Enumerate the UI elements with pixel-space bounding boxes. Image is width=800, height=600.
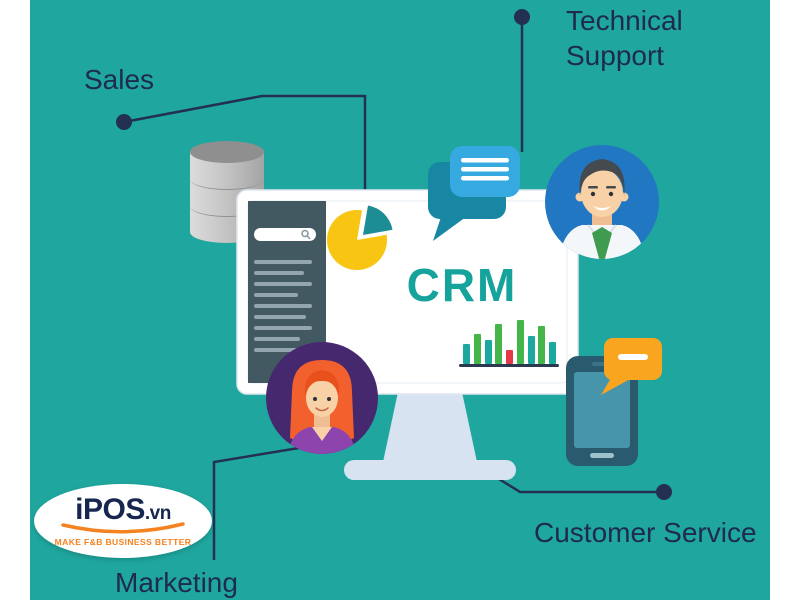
connector-lines [123, 20, 664, 560]
smartphone-icon [566, 356, 638, 466]
label-customer-service: Customer Service [534, 517, 757, 548]
sidebar-text-placeholder [254, 260, 312, 352]
monitor-stand [383, 392, 477, 462]
bar-chart-icon [459, 320, 559, 367]
technical-support-avatar [545, 145, 659, 259]
logo-brand-main: iPOS [75, 493, 145, 526]
logo-swoosh-icon [61, 522, 185, 534]
search-input[interactable] [254, 228, 316, 241]
sales-connector [123, 94, 367, 196]
technical-support-dot [514, 9, 530, 25]
sales-dot [116, 114, 132, 130]
customer-service-dot [656, 484, 672, 500]
chat-bubbles-icon [428, 146, 520, 241]
logo-brand-suffix: .vn [144, 503, 171, 524]
logo-brand: iPOS.vn [75, 495, 171, 525]
chat-bubble-blue [450, 146, 520, 197]
label-sales: Sales [84, 64, 155, 95]
marketing-connector [212, 445, 306, 560]
search-icon [301, 229, 311, 240]
label-marketing: Marketing [115, 567, 238, 598]
connector-dots [116, 9, 672, 500]
logo-tagline: MAKE F&B BUSINESS BETTER [54, 537, 192, 547]
marketing-avatar [266, 342, 378, 454]
ipos-logo: iPOS.vn MAKE F&B BUSINESS BETTER [34, 484, 212, 558]
chat-bubble-orange-icon [601, 338, 662, 395]
pie-chart-icon [327, 205, 393, 270]
monitor-base [344, 460, 516, 480]
crm-title: CRM [406, 259, 518, 311]
label-technical-support: Technical Support [566, 5, 683, 71]
